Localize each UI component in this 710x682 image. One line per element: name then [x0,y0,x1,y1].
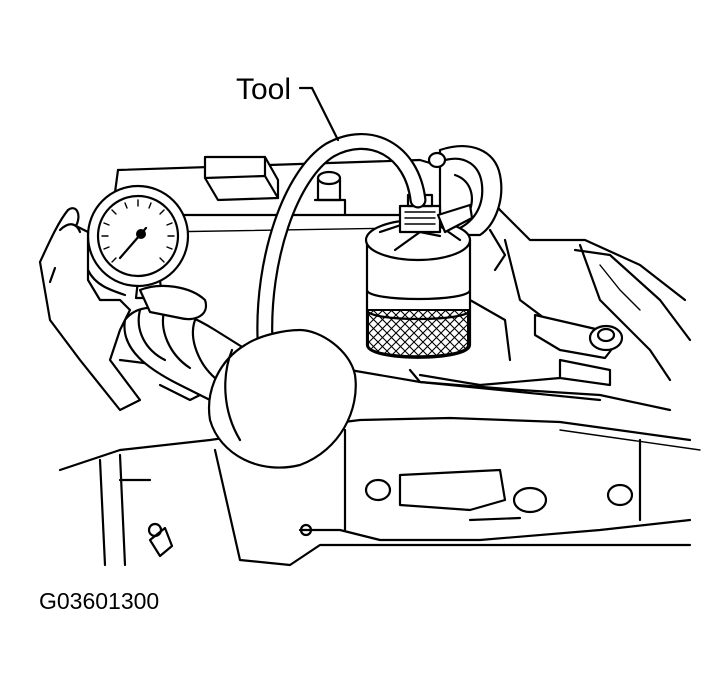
fuel-rail-fitting [313,170,347,216]
gauge-hose-boot [123,306,357,469]
tool-hose [256,133,427,349]
pressure-gauge [86,184,190,300]
figure-code: G03601300 [39,588,159,614]
gauge-ticks [101,199,175,263]
engine-cover-cap [203,155,280,202]
tool-label: Tool [236,73,291,106]
mounting-bracket [418,313,624,387]
engine-body [58,158,701,567]
fuel-tool-canister [364,193,474,359]
hand [38,207,208,412]
tool-callout [298,86,340,142]
